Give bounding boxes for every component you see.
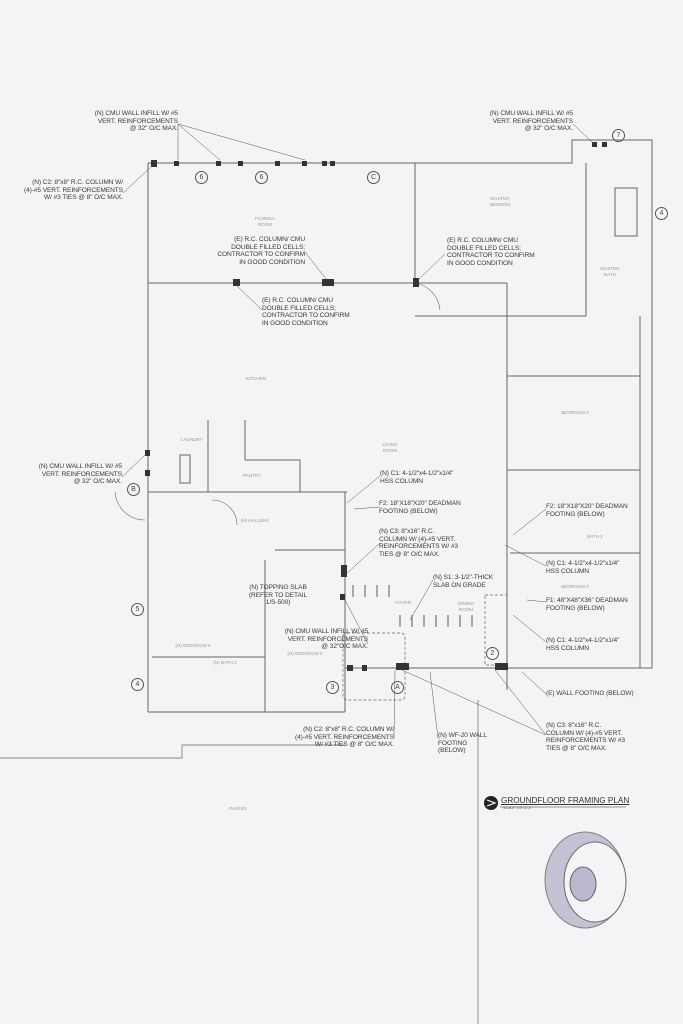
room-bath-1: BATH 1 xyxy=(587,534,603,539)
room-bedroom-3: BEDROOM 3 xyxy=(561,584,589,589)
note-e-wall-footing: (E) WALL FOOTING (BELOW) xyxy=(546,690,634,697)
note-cmu-top-left: (N) CMU WALL INFILL W/ #5 VERT. REINFORC… xyxy=(94,110,178,133)
note-e-column-2: (E) R.C. COLUMN/ CMU DOUBLE FILLED CELLS… xyxy=(447,237,535,267)
grid-bubble-c: C xyxy=(367,171,380,184)
area-pavers: PAVERS xyxy=(229,806,247,811)
stair-tread-marks xyxy=(352,585,473,627)
room-florida: FLORIDA ROOM xyxy=(255,216,275,227)
note-topping-slab: (N) TOPPING SLAB (REFER TO DETAIL 1/S-50… xyxy=(248,584,308,607)
room-master-bath: MASTER BATH xyxy=(600,266,620,277)
walls xyxy=(114,139,653,713)
note-cmu-top-right: (N) CMU WALL INFILL W/ #5 VERT. REINFORC… xyxy=(489,110,573,133)
room-dining: DINING ROOM xyxy=(457,601,475,612)
note-e-column-1: (E) R.C. COLUMN/ CMU DOUBLE FILLED CELLS… xyxy=(217,236,305,266)
room-hallway: (N) HALLWAY xyxy=(240,518,270,523)
room-pantry: PANTRY xyxy=(242,473,262,478)
logo-watermark xyxy=(544,831,627,929)
room-kitchen: KITCHEN xyxy=(245,376,267,381)
grid-bubble-4-right: 4 xyxy=(655,207,668,220)
note-cmu-left: (N) CMU WALL INFILL W/ #5 VERT. REINFORC… xyxy=(38,463,122,486)
note-f1: F1: 48"X48"X36" DEADMAN FOOTING (BELOW) xyxy=(546,597,628,612)
note-wf20: (N) WF-20 WALL FOOTING (BELOW) xyxy=(438,732,487,755)
grid-bubble-3: 3 xyxy=(326,681,339,694)
grid-bubble-a: A xyxy=(391,681,404,694)
room-bath-2: (N) BATH 2 xyxy=(213,660,237,665)
room-foyer: FOYER xyxy=(395,600,411,605)
grid-bubble-b: B xyxy=(127,483,140,496)
room-master-bedroom: MASTER BEDROM xyxy=(489,196,511,207)
plan-title: GROUNDFLOOR FRAMING PLAN xyxy=(501,796,630,805)
note-cmu-bottom: (N) CMU WALL INFILL W/ #5 VERT. REINFORC… xyxy=(284,628,368,651)
room-laundry: LAUNDRY xyxy=(181,437,203,442)
grid-bubble-4-left: 4 xyxy=(131,678,144,691)
note-c2-top: (N) C2: 8"x8" R.C. COLUMN W/ (4)-#5 VERT… xyxy=(23,179,123,202)
grid-bubble-6a: 6 xyxy=(195,171,208,184)
grid-bubble-2: 2 xyxy=(486,647,499,660)
room-bedroom-5: (N) BEDROOM 5 xyxy=(175,643,211,648)
detail-marker-icon xyxy=(484,796,626,810)
room-bedroom-2: BEDROOM 2 xyxy=(561,410,589,415)
grid-bubble-6b: 6 xyxy=(255,171,268,184)
note-c1-right-1: (N) C1: 4-1/2"x4-1/2"x1/4" HSS COLUMN xyxy=(546,560,620,575)
note-s1-slab: (N) S1: 3-1/2"-THICK SLAB ON GRADE xyxy=(433,574,494,589)
note-c1-center: (N) C1: 4-1/2"x4-1/2"x1/4" HSS COLUMN xyxy=(380,470,454,485)
grid-bubble-7: 7 xyxy=(612,129,625,142)
plan-scale: SCALE: 1/4"=1'-0" xyxy=(503,806,533,810)
room-living: LIVING ROOM xyxy=(382,442,398,453)
leader-lines xyxy=(121,123,593,739)
columns xyxy=(145,142,607,671)
note-c3-center: (N) C3: 8"x16" R.C. COLUMN W/ (4)-#5 VER… xyxy=(379,528,458,558)
note-f2-right: F2: 18"X18"X20" DEADMAN FOOTING (BELOW) xyxy=(546,503,628,518)
note-e-column-3: (E) R.C. COLUMN/ CMU DOUBLE FILLED CELLS… xyxy=(262,297,350,327)
note-c2-bottom: (N) C2: 8"x8" R.C. COLUMN W/ (4)-#5 VERT… xyxy=(294,726,394,749)
grid-bubble-5: 5 xyxy=(131,603,144,616)
room-bedroom-4: (N) BEDROOM 4 xyxy=(287,651,323,656)
note-c3-bottom: (N) C3: 8"x16" R.C. COLUMN W/ (4)-#5 VER… xyxy=(546,722,625,752)
pavers-outline xyxy=(0,700,479,1024)
note-c1-right-2: (N) C1: 4-1/2"x4-1/2"x1/4" HSS COLUMN xyxy=(546,637,620,652)
note-f2-center: F2: 18"X18"X20" DEADMAN FOOTING (BELOW) xyxy=(379,500,461,515)
